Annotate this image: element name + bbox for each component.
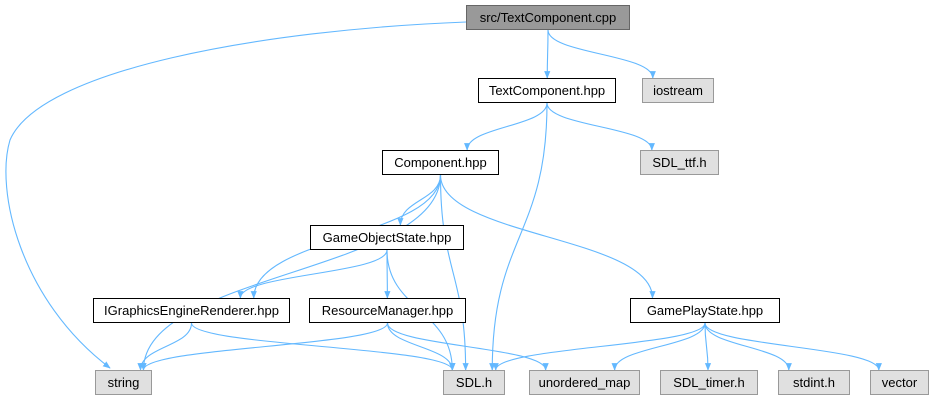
edge-game_play_state_hpp-to-unordered_map xyxy=(611,322,706,371)
edge-root-to-string xyxy=(5,21,467,369)
node-sdl-h: SDL.h xyxy=(443,370,505,395)
node-stdint-h: stdint.h xyxy=(778,370,850,395)
node-igraphics-engine-renderer-hpp[interactable]: IGraphicsEngineRenderer.hpp xyxy=(93,298,290,323)
node-vector: vector xyxy=(870,370,929,395)
edge-root-to-iostream xyxy=(547,29,656,79)
edge-igraphics_engine_renderer_hpp-to-sdl_h xyxy=(190,322,456,371)
node-string: string xyxy=(95,370,152,395)
node-sdl-timer-h: SDL_timer.h xyxy=(660,370,758,395)
edge-resource_manager_hpp-to-string xyxy=(140,322,389,371)
edge-root-to-text_component_hpp xyxy=(544,29,551,79)
node-game-object-state-hpp[interactable]: GameObjectState.hpp xyxy=(310,225,464,250)
edge-component_hpp-to-sdl_h xyxy=(439,174,469,371)
edge-game_play_state_hpp-to-stdint xyxy=(704,322,792,371)
node-sdl-ttf-h: SDL_ttf.h xyxy=(640,150,719,175)
edge-game_object_state_hpp-to-igraphics_engine_renderer_hpp xyxy=(237,249,388,299)
edge-text_component_hpp-to-sdl_ttf xyxy=(546,102,655,151)
edge-component_hpp-to-game_play_state_hpp xyxy=(439,174,656,299)
node-component-hpp[interactable]: Component.hpp xyxy=(382,150,499,175)
edge-text_component_hpp-to-sdl_h xyxy=(489,102,548,371)
edge-game_play_state_hpp-to-vector xyxy=(704,322,882,371)
node-game-play-state-hpp[interactable]: GamePlayState.hpp xyxy=(630,298,780,323)
edge-component_hpp-to-string xyxy=(140,174,442,371)
node-unordered-map: unordered_map xyxy=(529,370,640,395)
edge-resource_manager_hpp-to-sdl_h xyxy=(386,322,456,371)
edge-resource_manager_hpp-to-unordered_map xyxy=(386,322,549,371)
node-text-component-cpp: src/TextComponent.cpp xyxy=(466,5,630,30)
node-resource-manager-hpp[interactable]: ResourceManager.hpp xyxy=(309,298,466,323)
node-text-component-hpp[interactable]: TextComponent.hpp xyxy=(478,78,616,103)
edge-text_component_hpp-to-component_hpp xyxy=(464,102,548,151)
edge-game_play_state_hpp-to-sdl_h xyxy=(492,322,706,371)
edge-component_hpp-to-game_object_state_hpp xyxy=(397,174,442,226)
edge-game_play_state_hpp-to-sdl_timer xyxy=(704,322,712,371)
edge-igraphics_engine_renderer_hpp-to-string xyxy=(137,322,193,371)
node-iostream: iostream xyxy=(642,78,714,103)
